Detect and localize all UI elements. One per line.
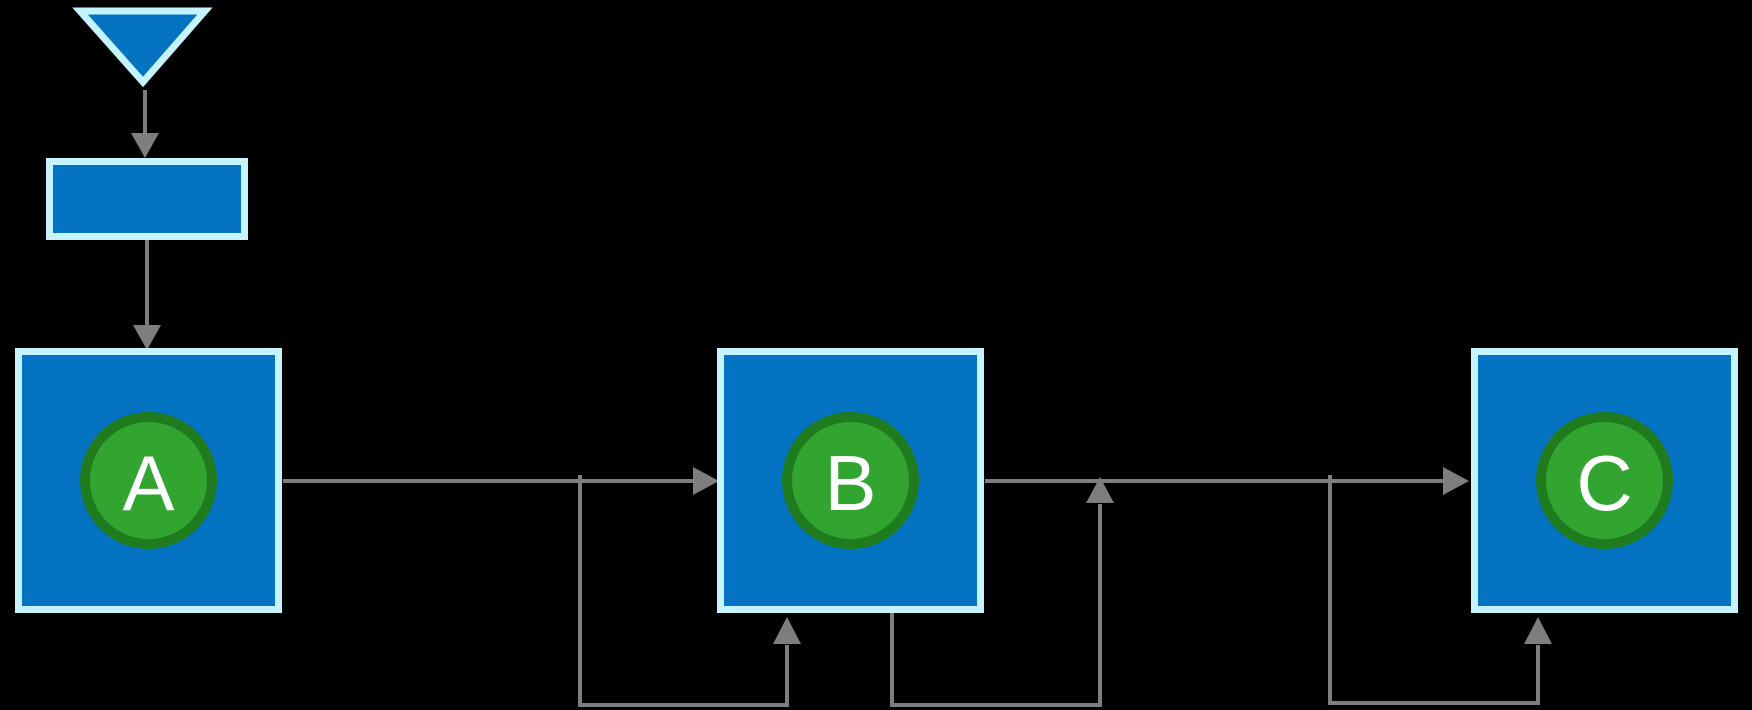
edge-b-to-c [985, 467, 1469, 495]
node-b-label: B [824, 438, 877, 527]
edge-segment [890, 504, 1102, 707]
node-c-label: C [1576, 438, 1633, 527]
entry-box-node[interactable] [46, 158, 248, 240]
edge-segment [1328, 475, 1540, 705]
node-b-circle-badge: B [782, 412, 919, 549]
node-c-circle-badge: C [1536, 412, 1673, 549]
arrowhead-down-icon [133, 325, 161, 350]
edge-branch-to-c-bottom [1328, 475, 1552, 705]
arrowhead-up-icon [1086, 477, 1114, 503]
arrowhead-up-icon [773, 617, 801, 644]
arrowhead-right-icon [1443, 467, 1469, 495]
edge-entry-box-to-a [133, 240, 161, 350]
node-a-circle-badge: A [80, 412, 217, 549]
edge-a-to-b [283, 467, 719, 495]
node-a[interactable]: A [15, 348, 282, 613]
edge-segment [578, 475, 789, 707]
node-a-label: A [122, 438, 175, 527]
arrowhead-right-icon [693, 467, 719, 495]
edge-b-bottom-to-bc-link [890, 477, 1114, 707]
arrowhead-up-icon [1524, 617, 1552, 644]
arrowhead-down-icon [131, 133, 159, 158]
edge-start-to-entry-box [131, 90, 159, 158]
node-c[interactable]: C [1471, 348, 1738, 613]
node-b[interactable]: B [717, 348, 984, 613]
start-triangle-node[interactable] [72, 7, 213, 88]
edge-branch-to-b-bottom [578, 475, 801, 707]
